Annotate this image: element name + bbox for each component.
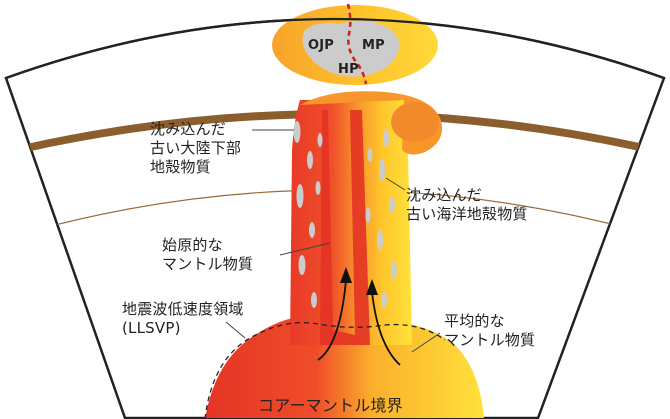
flow-arrow-left: [317, 279, 347, 361]
llsvp-outline: [204, 321, 446, 418]
top-arc-line: [5, 17, 665, 80]
label-average-mantle: 平均的な マントル物質: [444, 312, 536, 349]
plume-head-curl: [391, 102, 439, 142]
flow-arrow-left-head: [340, 267, 352, 283]
label-ojp: OJP: [308, 38, 335, 53]
plateau-gray-area: [302, 20, 400, 77]
label-primitive-mantle: 始原的な マントル物質: [162, 236, 254, 273]
lithosphere-band: [6, 110, 664, 158]
ridge-dashed-line: [346, 3, 368, 85]
label-llsvp: 地震波低速度領域 (LLSVP): [122, 300, 244, 337]
label-sunken-oceanic-crust: 沈み込んだ 古い海洋地殻物質: [406, 186, 528, 223]
plume-base: [205, 316, 484, 418]
label-hp: HP: [338, 62, 359, 77]
label-sunken-continental-crust: 沈み込んだ 古い大陸下部 地殻物質: [150, 120, 242, 176]
flow-arrow-right-head: [366, 279, 378, 295]
central-red-conduit: [320, 110, 370, 345]
flow-arrow-right: [371, 291, 401, 366]
leader-lines: [225, 129, 441, 353]
label-mp: MP: [362, 38, 385, 53]
gray-blobs: [293, 121, 397, 308]
label-core-mantle-boundary: コアーマントル境界: [258, 396, 403, 415]
